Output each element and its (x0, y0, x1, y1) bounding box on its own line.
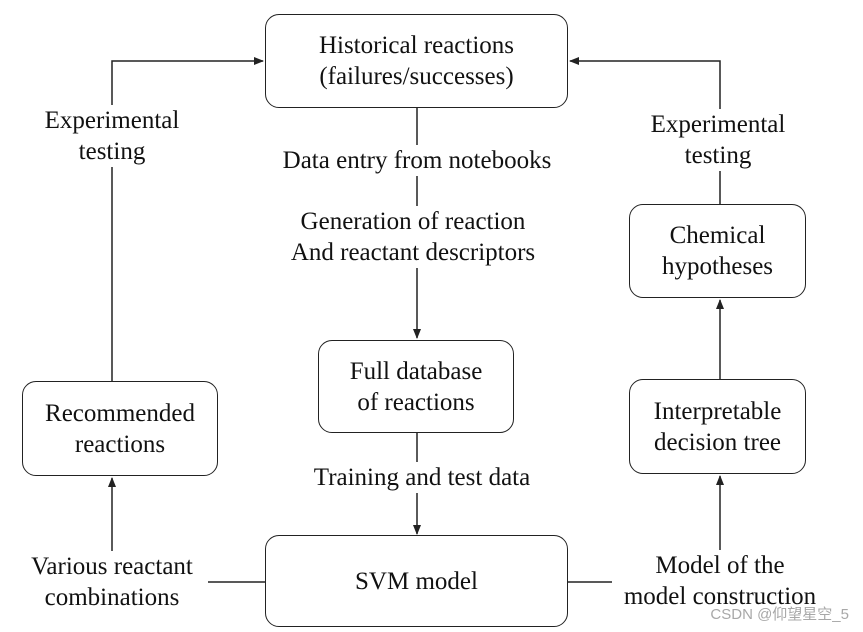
watermark-text: CSDN @仰望星空_5 (710, 606, 849, 623)
node-recommended-line-1: Recommended (45, 399, 195, 427)
label-various-line-1: Various reactant (31, 553, 193, 580)
node-recommended-line-2: reactions (74, 430, 166, 458)
label-generation-line-1: Generation of reaction (300, 208, 526, 235)
arrow-recommended-to-historical (111, 57, 264, 381)
label-exp-right-line-1: Experimental (650, 111, 786, 138)
label-training-test-data: Training and test data (297, 462, 547, 493)
node-historical-line-2: (failures/successes) (319, 63, 514, 90)
label-model-line-1: Model of the (655, 552, 785, 579)
label-exp-right-line-2: testing (684, 142, 752, 169)
node-historical-line-1: Historical reactions (318, 32, 515, 59)
label-model-of-model-construction: Model of the model construction (612, 550, 828, 612)
node-decision-tree-line-1: Interpretable (653, 397, 782, 425)
node-decision-tree-line-2: decision tree (653, 428, 782, 456)
node-interpretable-decision-tree: Interpretable decision tree (629, 379, 806, 474)
node-hypotheses-line-1: Chemical (669, 222, 766, 249)
node-svm-model: SVM model (265, 535, 568, 627)
label-generation-descriptors: Generation of reaction And reactant desc… (268, 206, 558, 268)
label-training-line-1: Training and test data (313, 464, 531, 491)
label-data-entry: Data entry from notebooks (270, 145, 564, 176)
label-experimental-testing-left: Experimental testing (32, 105, 192, 167)
node-full-database: Full database of reactions (318, 340, 514, 433)
node-chemical-hypotheses: Chemical hypotheses (629, 204, 806, 298)
node-hypotheses-line-2: hypotheses (661, 253, 774, 280)
node-full-database-line-2: of reactions (357, 388, 475, 416)
label-model-line-2: model construction (623, 583, 817, 610)
node-full-database-line-1: Full database (349, 357, 483, 385)
label-exp-left-line-2: testing (78, 138, 146, 165)
label-exp-left-line-1: Experimental (44, 107, 180, 134)
label-various-combinations: Various reactant combinations (16, 551, 208, 613)
node-svm-line-1: SVM model (355, 567, 478, 595)
label-data-entry-line-1: Data entry from notebooks (282, 147, 552, 174)
label-experimental-testing-right: Experimental testing (638, 109, 798, 171)
node-historical-reactions: Historical reactions (failures/successes… (265, 14, 568, 108)
label-generation-line-2: And reactant descriptors (290, 239, 536, 266)
label-various-line-2: combinations (44, 584, 180, 611)
node-recommended-reactions: Recommended reactions (22, 381, 218, 476)
